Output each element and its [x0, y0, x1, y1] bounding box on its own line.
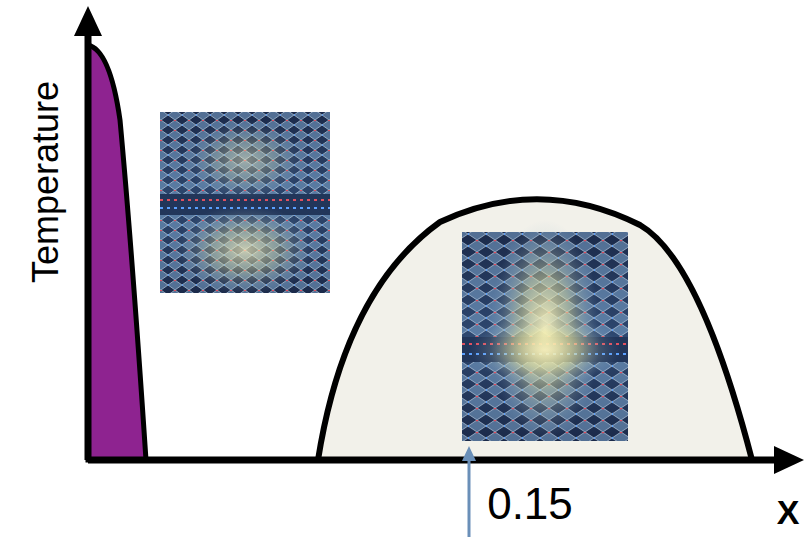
axis-title: Temperature: [28, 81, 64, 283]
lattice-inset: [462, 220, 628, 441]
purple-phase: [88, 45, 146, 460]
y-axis-head: [74, 6, 102, 36]
y-axis: [85, 30, 92, 460]
dome-phase: [318, 199, 752, 460]
lattice-inset: [160, 112, 330, 295]
tick-label: 0.15: [487, 482, 573, 526]
marker-arrow: [468, 458, 471, 537]
x-axis-head: [774, 446, 804, 474]
axis-title: X: [777, 495, 800, 529]
marker-arrow-head: [462, 446, 476, 461]
x-axis: [88, 457, 780, 464]
